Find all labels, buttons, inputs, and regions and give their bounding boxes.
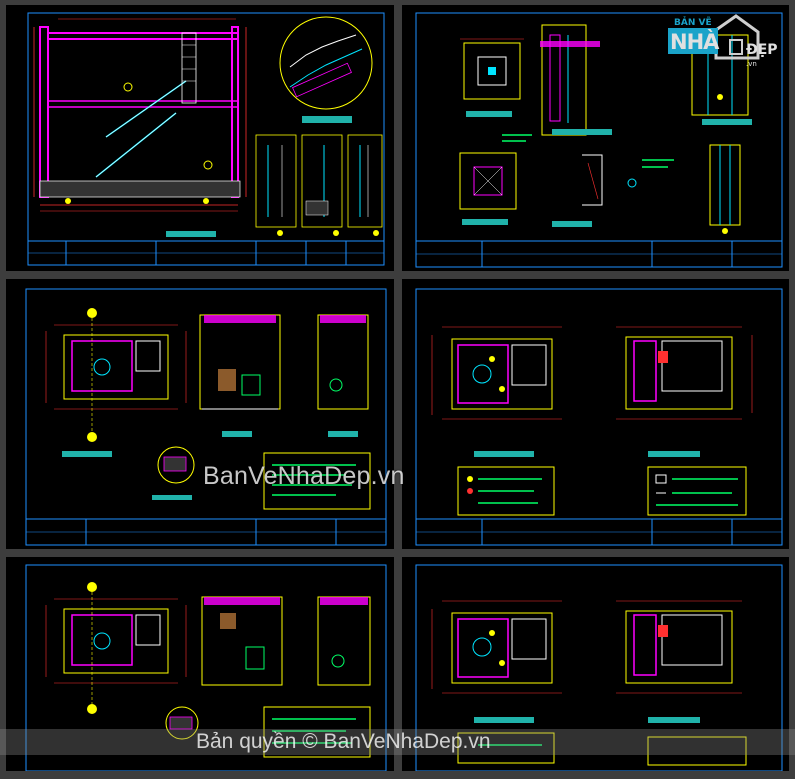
separator-horizontal-2 bbox=[0, 549, 795, 557]
separator-bottom-edge bbox=[0, 771, 795, 779]
sheet-column-details[interactable] bbox=[402, 5, 789, 271]
logo-sub-text: ĐẸP bbox=[746, 42, 778, 58]
house-icon bbox=[668, 14, 760, 60]
drawing-column-details bbox=[415, 12, 783, 268]
sheet-toilet-plan-3[interactable] bbox=[6, 557, 394, 771]
drawing-toilet-plan-4 bbox=[415, 564, 783, 771]
sheet-stair-section[interactable] bbox=[6, 5, 394, 271]
watermark-copyright: Bản quyền © BanVeNhaDep.vn bbox=[196, 730, 491, 753]
copyright-bar bbox=[0, 729, 795, 755]
logo-top-text: BẢN VẼ bbox=[674, 18, 712, 28]
logo-main-text: NHÀ bbox=[670, 30, 719, 54]
drawing-stair-section bbox=[27, 12, 385, 266]
separator-top-edge bbox=[0, 0, 795, 5]
separator-right-edge bbox=[789, 0, 795, 779]
separator-horizontal-1 bbox=[0, 271, 795, 279]
site-logo[interactable]: BẢN VẼ NHÀ ĐẸP .vn bbox=[666, 12, 790, 68]
separator-left-edge bbox=[0, 0, 6, 779]
sheet-toilet-plan-4[interactable] bbox=[402, 557, 789, 771]
sheet-toilet-plan-1[interactable] bbox=[6, 279, 394, 549]
logo-domain-text: .vn bbox=[746, 60, 757, 68]
drawing-toilet-plan-3 bbox=[25, 564, 387, 771]
separator-vertical bbox=[394, 0, 402, 779]
watermark-center: BanVeNhaDep.vn bbox=[203, 462, 405, 490]
drawing-toilet-plan-2 bbox=[415, 288, 783, 546]
sheet-toilet-plan-2[interactable] bbox=[402, 279, 789, 549]
drawing-toilet-plan-1 bbox=[25, 288, 387, 546]
